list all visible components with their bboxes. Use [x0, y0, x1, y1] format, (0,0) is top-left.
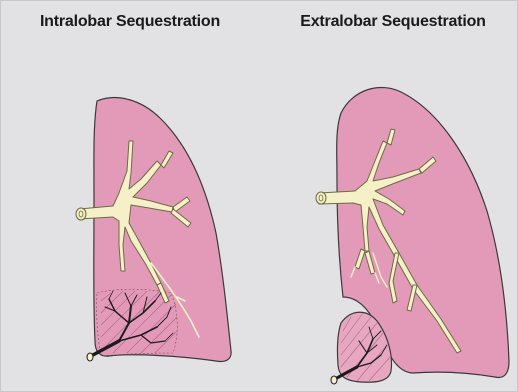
extralobar-panel [316, 87, 509, 384]
extralobar-bronchus-opening [316, 192, 326, 204]
intralobar-panel [76, 98, 231, 362]
intralobar-bronchus-opening [76, 208, 86, 220]
extralobar-artery-origin [331, 376, 337, 384]
intralobar-artery-origin [87, 353, 93, 361]
